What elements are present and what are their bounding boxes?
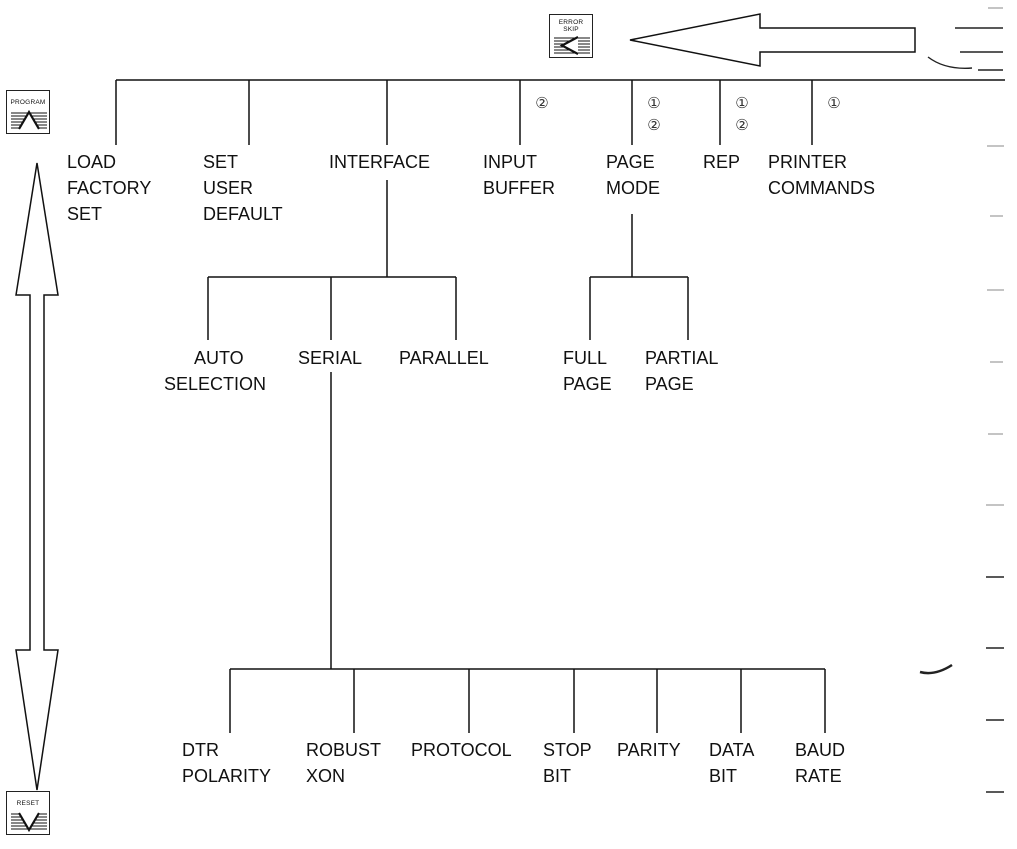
- chevron-up-icon: [11, 109, 47, 130]
- chevron-left-icon: [554, 36, 590, 55]
- note-input-buffer: ②: [535, 94, 549, 112]
- option-data-bit: DATA BIT: [709, 740, 755, 786]
- menu-load-factory-set: LOAD FACTORY SET: [67, 152, 152, 224]
- note-printer-commands: ①: [827, 94, 841, 112]
- option-partial-page: PARTIAL PAGE: [645, 348, 719, 394]
- chevron-down-icon: [11, 812, 47, 833]
- note-rep: ① ②: [735, 94, 749, 134]
- menu-rep: REP: [703, 152, 741, 172]
- option-parallel: PARALLEL: [399, 348, 489, 368]
- reset-key[interactable]: RESET: [6, 791, 50, 835]
- up-down-double-arrow: [15, 162, 59, 791]
- option-serial: SERIAL: [298, 348, 363, 368]
- note-page-mode: ① ②: [647, 94, 661, 134]
- left-arrow: [629, 13, 916, 67]
- edge-ticks: [986, 7, 1004, 793]
- option-full-page: FULL PAGE: [563, 348, 612, 394]
- program-key[interactable]: PROGRAM: [6, 90, 50, 134]
- option-baud-rate: BAUD RATE: [795, 740, 846, 786]
- menu-page-mode: PAGE MODE: [606, 152, 660, 198]
- program-key-label: PROGRAM: [10, 99, 46, 106]
- option-dtr-polarity: DTR POLARITY: [182, 740, 272, 786]
- menu-printer-commands: PRINTER COMMANDS: [768, 152, 875, 198]
- option-robust-xon: ROBUST XON: [306, 740, 382, 786]
- option-auto-selection: AUTO SELECTION: [164, 348, 267, 394]
- menu-input-buffer: INPUT BUFFER: [483, 152, 555, 198]
- menu-interface: INTERFACE: [329, 152, 431, 172]
- option-parity: PARITY: [617, 740, 681, 760]
- reset-key-label: RESET: [16, 800, 40, 807]
- option-stop-bit: STOP BIT: [543, 740, 592, 786]
- edge-artifacts: [919, 27, 1003, 675]
- option-protocol: PROTOCOL: [411, 740, 512, 760]
- menu-set-user-default: SET USER DEFAULT: [203, 152, 283, 224]
